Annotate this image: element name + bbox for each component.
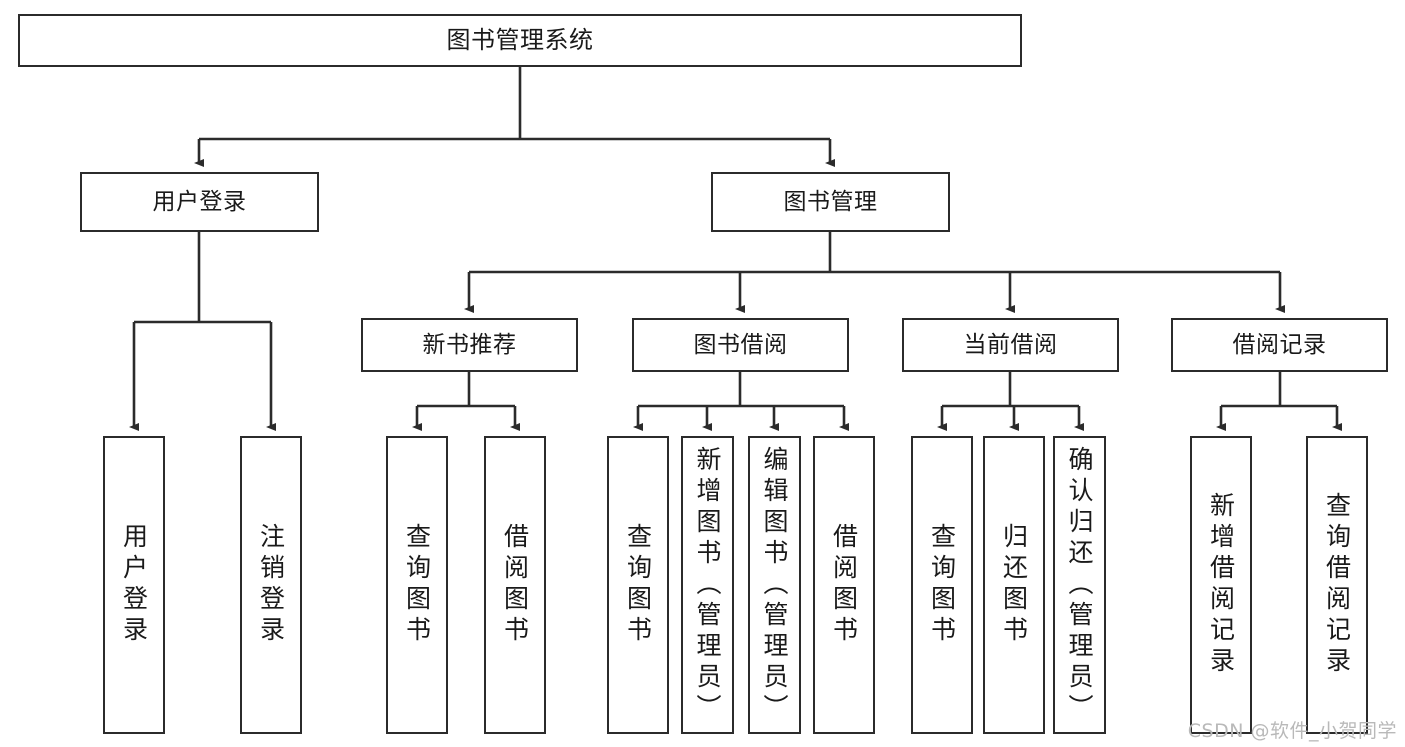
node-leaf-borrow-book-2[interactable]: 借阅图书 <box>813 436 875 734</box>
node-leaf-query-book-3[interactable]: 查询图书 <box>911 436 973 734</box>
node-leaf-return-book[interactable]: 归还图书 <box>983 436 1045 734</box>
node-label: 查询图书 <box>623 523 653 647</box>
node-user-login[interactable]: 用户登录 <box>80 172 319 232</box>
node-label: 用户登录 <box>119 523 149 647</box>
node-leaf-borrow-book-1[interactable]: 借阅图书 <box>484 436 546 734</box>
node-label: 图书管理系统 <box>446 25 594 54</box>
node-current-borrow[interactable]: 当前借阅 <box>902 318 1119 372</box>
node-leaf-query-book-1[interactable]: 查询图书 <box>386 436 448 734</box>
node-label: 新书推荐 <box>422 331 517 358</box>
node-label: 当前借阅 <box>963 331 1058 358</box>
node-label: 新增图书（管理员） <box>693 445 722 725</box>
node-label: 查询借阅记录 <box>1322 492 1352 678</box>
node-leaf-confirm-return[interactable]: 确认归还（管理员） <box>1053 436 1106 734</box>
node-label: 注销登录 <box>256 523 286 647</box>
node-leaf-edit-book[interactable]: 编辑图书（管理员） <box>748 436 801 734</box>
node-label: 借阅记录 <box>1232 331 1327 358</box>
node-leaf-add-record[interactable]: 新增借阅记录 <box>1190 436 1252 734</box>
node-leaf-query-record[interactable]: 查询借阅记录 <box>1306 436 1368 734</box>
node-book-manage[interactable]: 图书管理 <box>711 172 950 232</box>
node-label: 图书借阅 <box>693 331 788 358</box>
node-label: 确认归还（管理员） <box>1065 445 1094 725</box>
node-label: 用户登录 <box>152 188 247 215</box>
node-label: 归还图书 <box>999 523 1029 647</box>
node-borrow-record[interactable]: 借阅记录 <box>1171 318 1388 372</box>
node-label: 图书管理 <box>783 188 878 215</box>
node-leaf-user-logout[interactable]: 注销登录 <box>240 436 302 734</box>
node-label: 编辑图书（管理员） <box>760 445 789 725</box>
node-leaf-user-login[interactable]: 用户登录 <box>103 436 165 734</box>
node-book-borrow[interactable]: 图书借阅 <box>632 318 849 372</box>
node-label: 借阅图书 <box>500 523 530 647</box>
node-new-book-recommend[interactable]: 新书推荐 <box>361 318 578 372</box>
node-root-system[interactable]: 图书管理系统 <box>18 14 1022 67</box>
node-leaf-query-book-2[interactable]: 查询图书 <box>607 436 669 734</box>
node-label: 新增借阅记录 <box>1206 492 1236 678</box>
node-label: 借阅图书 <box>829 523 859 647</box>
node-label: 查询图书 <box>927 523 957 647</box>
node-label: 查询图书 <box>402 523 432 647</box>
node-leaf-add-book[interactable]: 新增图书（管理员） <box>681 436 734 734</box>
